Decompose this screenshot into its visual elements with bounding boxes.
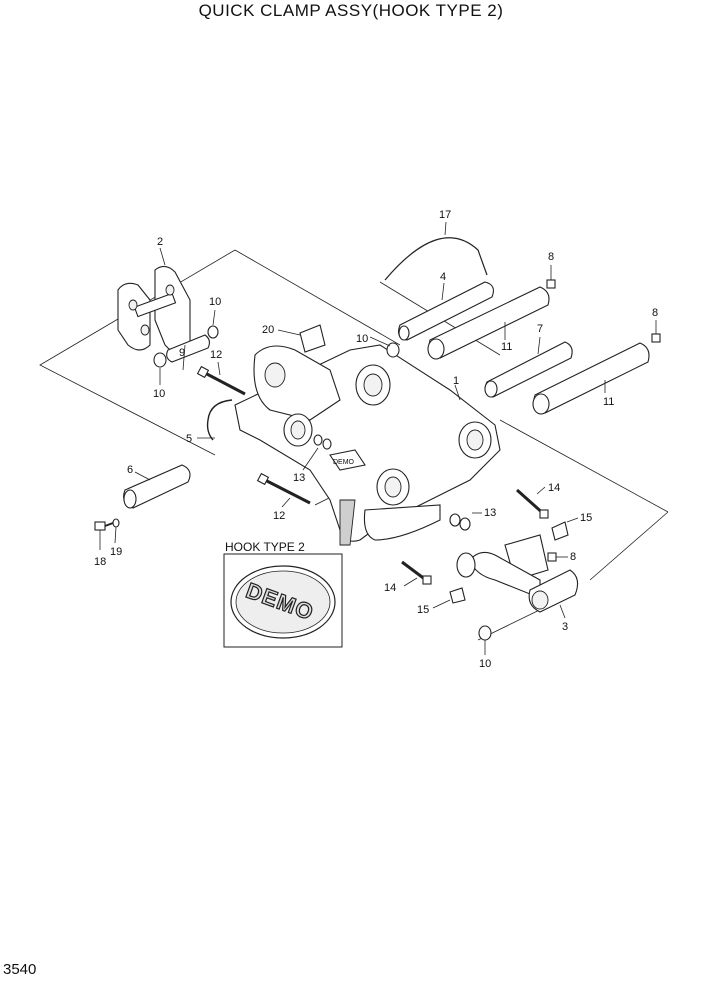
callout-5: 5 (186, 433, 192, 445)
part-15-fittings (432, 517, 579, 609)
callout-15: 15 (580, 512, 592, 524)
callout-17: 17 (439, 209, 451, 221)
part-2-hook-bracket (117, 247, 191, 354)
callout-7: 7 (537, 323, 543, 335)
part-5-clip (197, 399, 233, 441)
callout-20: 20 (262, 324, 274, 336)
part-1-main-frame: DEMO (234, 344, 501, 546)
callout-15: 15 (417, 604, 429, 616)
callout-4: 4 (440, 271, 446, 283)
part-14-bolts (401, 486, 549, 587)
callout-13: 13 (293, 472, 305, 484)
callout-8: 8 (570, 551, 576, 563)
hook-type-inset: DEMO HOOK TYPE 2 (223, 540, 343, 648)
callout-8: 8 (548, 251, 554, 263)
callout-12: 12 (273, 510, 285, 522)
callout-6: 6 (127, 464, 133, 476)
callout-11: 11 (501, 341, 512, 353)
part-19-washer (112, 518, 120, 544)
callout-2: 2 (157, 236, 163, 248)
page-title: QUICK CLAMP ASSY(HOOK TYPE 2) (198, 1, 504, 20)
callout-18: 18 (94, 556, 106, 568)
callout-10: 10 (209, 296, 221, 308)
part-17-cable (384, 221, 488, 281)
part-11-sleeve-upper (427, 286, 550, 360)
part-3-cylinder (456, 534, 579, 619)
part-6-pin (123, 464, 191, 509)
callout-14: 14 (548, 482, 560, 494)
part-12-bolt-upper (196, 361, 246, 396)
part-10-ring-bottom (478, 625, 492, 655)
callout-13: 13 (484, 507, 496, 519)
part-18-bolt (94, 521, 114, 550)
part-11-sleeve-lower (532, 342, 650, 415)
callout-8: 8 (652, 307, 658, 319)
part-12-bolt-lower (256, 472, 311, 508)
callout-1: 1 (453, 375, 459, 387)
callout-12: 12 (210, 349, 222, 361)
callout-10: 10 (479, 658, 491, 670)
callout-10: 10 (153, 388, 165, 400)
callout-14: 14 (384, 582, 396, 594)
callout-3: 3 (562, 621, 568, 633)
callout-19: 19 (110, 546, 122, 558)
svg-text:DEMO: DEMO (333, 459, 355, 466)
part-8-grease-nipples (546, 265, 661, 562)
part-10-ring-middle (369, 336, 400, 358)
part-13-washers (302, 434, 482, 531)
inset-label: HOOK TYPE 2 (225, 540, 305, 554)
part-7-pin (484, 336, 573, 398)
callout-11: 11 (603, 396, 614, 408)
page-number: 3540 (3, 961, 37, 978)
part-4-pin (398, 281, 494, 341)
callout-10: 10 (356, 333, 368, 345)
part-9-pin (153, 309, 219, 385)
part-20-plate (277, 324, 326, 353)
callout-9: 9 (179, 347, 185, 359)
callout-labels: 2 10 12 9 10 5 6 18 19 20 10 17 4 8 8 11… (94, 209, 658, 670)
